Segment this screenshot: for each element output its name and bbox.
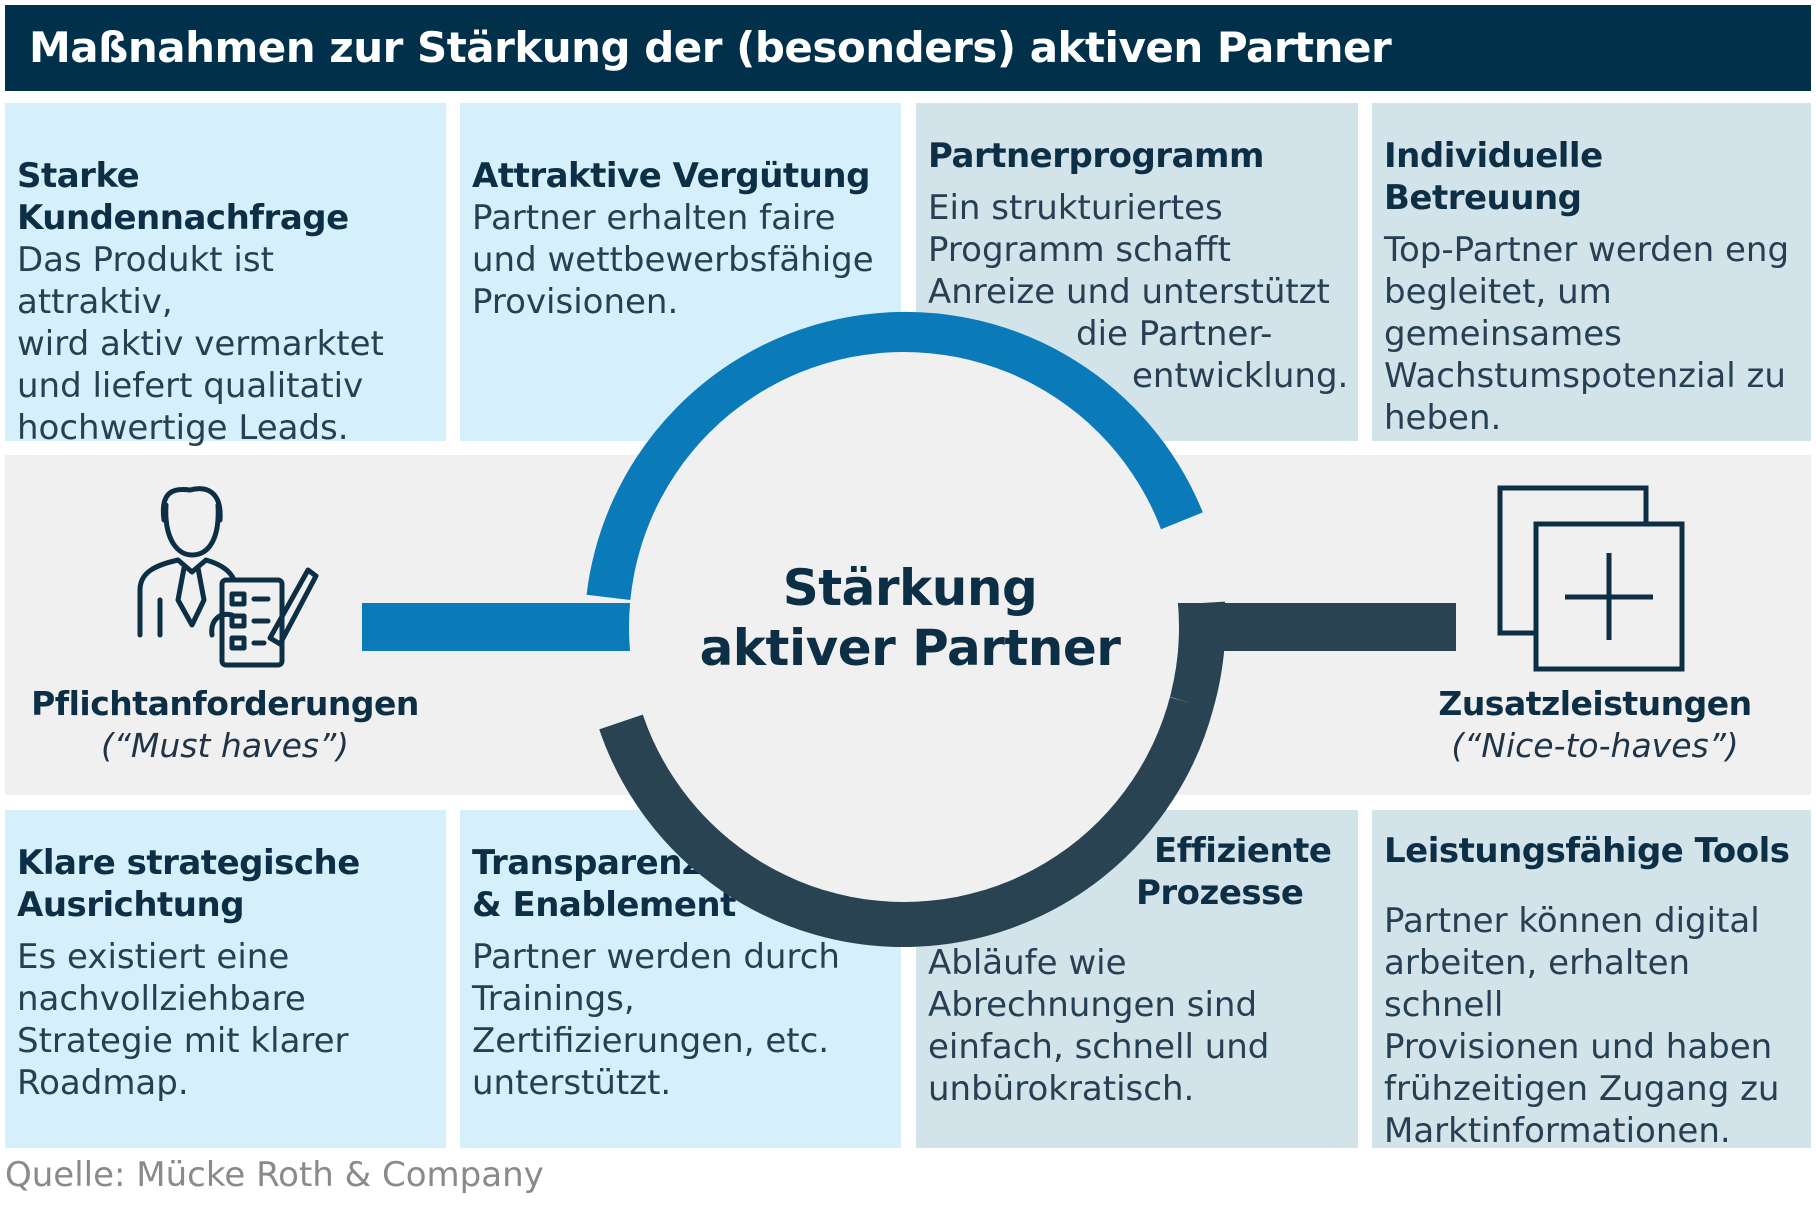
box-text-line: unbürokratisch. — [928, 1069, 1195, 1109]
box-text-line: gemeinsames — [1384, 314, 1622, 354]
box-text-line: Ein strukturiertes — [928, 188, 1223, 228]
box-title: Transparenz — [472, 843, 702, 883]
box-title: Attraktive Vergütung — [472, 156, 870, 196]
box-leistungsfaehige-tools: Leistungsfähige Tools Partner können dig… — [1372, 810, 1811, 1151]
center-title-line2: aktiver Partner — [699, 619, 1121, 677]
box-title: Individuelle Betreuung — [1384, 136, 1603, 218]
box-effiziente-prozesse: Effiziente Prozesse Abläufe wie Abrechnu… — [916, 810, 1358, 1148]
box-text-line: frühzeitigen Zugang zu — [1384, 1069, 1780, 1109]
box-text-line: Roadmap. — [17, 1063, 189, 1103]
box-text-line: begleitet, um — [1384, 272, 1612, 312]
box-attraktive-verguetung: Attraktive Vergütung Partner erhalten fa… — [460, 103, 901, 441]
box-text-line: Anreize und unterstützt — [928, 272, 1330, 312]
box-text-line: hochwertige Leads. — [17, 408, 349, 448]
box-text-line: Wachstumspotenzial zu — [1384, 356, 1786, 396]
box-text-line: einfach, schnell und — [928, 1027, 1270, 1067]
box-title: Leistungsfähige Tools — [1384, 831, 1790, 871]
box-partnerprogramm: Partnerprogramm Ein strukturiertes Progr… — [916, 103, 1358, 441]
box-text-line: Top-Partner werden eng — [1384, 230, 1790, 270]
box-text-line: Provisionen und haben — [1384, 1027, 1773, 1067]
box-transparenz-enablement: Transparenz & Enablement Partner werden … — [460, 810, 901, 1148]
right-label-subtitle: (“Nice-to-haves”) — [1451, 726, 1739, 765]
box-text-line: nachvollziehbare — [17, 979, 306, 1019]
box-text-line: die Partner- — [1076, 314, 1273, 354]
box-text-line: und liefert qualitativ — [17, 366, 364, 406]
left-label-title: Pflichtanforderungen — [31, 684, 419, 723]
source-note: Quelle: Mücke Roth & Company — [5, 1155, 544, 1195]
box-klare-strategische-ausrichtung: Klare strategische Ausrichtung Es existi… — [5, 810, 446, 1148]
box-title: Partnerprogramm — [928, 136, 1264, 176]
box-text-line: und wettbewerbsfähige — [472, 240, 874, 280]
box-text-line: Zertifizierungen, etc. — [472, 1021, 830, 1061]
page-title: Maßnahmen zur Stärkung der (besonders) a… — [5, 5, 1811, 91]
box-text-line: entwicklung. — [1132, 356, 1349, 396]
center-title-line1: Stärkung — [782, 559, 1038, 617]
box-title: & Enablement — [472, 885, 736, 925]
box-title: Ausrichtung — [17, 885, 245, 925]
box-individuelle-betreuung: Individuelle Betreuung Top-Partner werde… — [1372, 103, 1811, 441]
box-text-line: Das Produkt ist attraktiv, — [17, 240, 274, 322]
box-text-line: Trainings, — [472, 979, 635, 1019]
box-text-line: unterstützt. — [472, 1063, 672, 1103]
box-title: Prozesse — [1136, 873, 1304, 913]
box-text-line: Abläufe wie — [928, 943, 1127, 983]
box-title: Starke Kundennachfrage — [17, 156, 349, 238]
box-title: Effiziente — [1154, 831, 1332, 871]
box-text-line: Partner werden durch — [472, 937, 840, 977]
box-text-line: Partner erhalten faire — [472, 198, 836, 238]
box-text-line: heben. — [1384, 398, 1502, 438]
box-text-line: Programm schafft — [928, 230, 1231, 270]
box-text-line: Strategie mit klarer — [17, 1021, 349, 1061]
box-text-line: arbeiten, erhalten schnell — [1384, 943, 1691, 1025]
box-starke-kundennachfrage: Starke Kundennachfrage Das Produkt ist a… — [5, 103, 446, 448]
box-text-line: Marktinformationen. — [1384, 1111, 1731, 1151]
box-text-line: wird aktiv vermarktet — [17, 324, 384, 364]
box-title: Klare strategische — [17, 843, 360, 883]
center-title: Stärkung aktiver Partner — [640, 558, 1180, 678]
box-text-line: Provisionen. — [472, 282, 679, 322]
left-label-subtitle: (“Must haves”) — [100, 726, 350, 765]
right-label-title: Zusatzleistungen — [1438, 684, 1752, 723]
box-text-line: Abrechnungen sind — [928, 985, 1258, 1025]
box-text-line: Partner können digital — [1384, 901, 1760, 941]
box-text-line: Es existiert eine — [17, 937, 290, 977]
